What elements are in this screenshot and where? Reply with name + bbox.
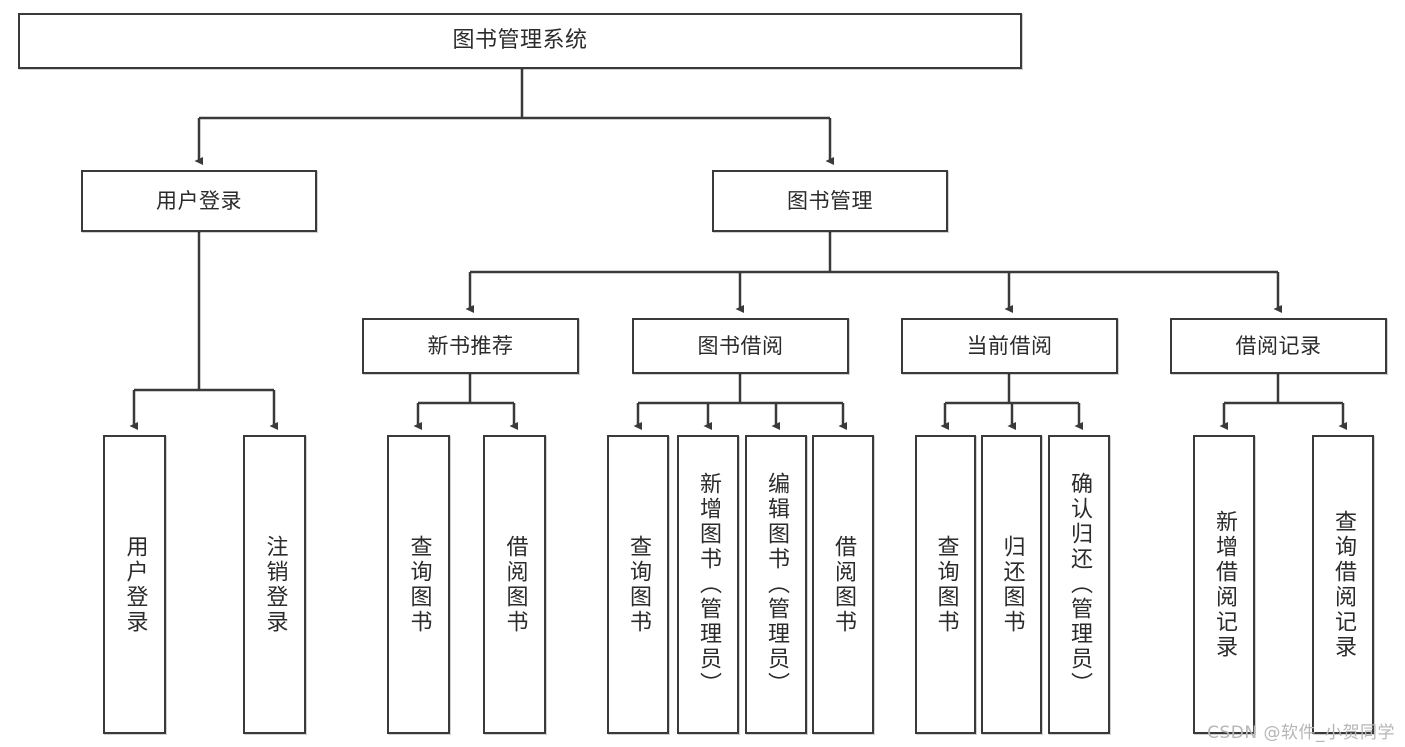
node-root-label: 图书管理系统 <box>452 28 588 54</box>
node-user-login-label: 用户登录 <box>156 188 242 213</box>
node-leaf-return-book[interactable]: 归还图书 <box>981 435 1042 734</box>
node-leaf-logout-label: 注销登录 <box>262 534 288 635</box>
node-leaf-return-book-label: 归还图书 <box>999 534 1025 635</box>
node-current-borrow-label: 当前借阅 <box>966 333 1053 358</box>
node-leaf-borrow-book-rec[interactable]: 借阅图书 <box>483 435 546 734</box>
node-leaf-borrow-book-label: 借阅图书 <box>830 534 856 635</box>
node-new-book-recommend[interactable]: 新书推荐 <box>362 318 579 374</box>
node-user-login[interactable]: 用户登录 <box>81 170 317 232</box>
node-leaf-borrow-book-rec-label: 借阅图书 <box>502 534 528 635</box>
watermark-text: CSDN @软件_小贺同学 <box>1207 723 1395 743</box>
node-leaf-add-book[interactable]: 新增图书（管理员） <box>677 435 739 734</box>
node-leaf-query-book-borrow-label: 查询图书 <box>625 534 651 635</box>
node-book-manage-label: 图书管理 <box>787 188 873 213</box>
node-leaf-confirm-return[interactable]: 确认归还（管理员） <box>1048 435 1110 734</box>
node-leaf-edit-book-label: 编辑图书（管理员） <box>763 472 789 697</box>
node-leaf-query-book-rec[interactable]: 查询图书 <box>387 435 450 734</box>
node-book-manage[interactable]: 图书管理 <box>712 170 948 232</box>
node-leaf-user-login-label: 用户登录 <box>122 534 148 635</box>
node-leaf-query-book-rec-label: 查询图书 <box>406 534 432 635</box>
node-leaf-confirm-return-label: 确认归还（管理员） <box>1066 472 1092 697</box>
node-leaf-query-book-current[interactable]: 查询图书 <box>915 435 976 734</box>
node-current-borrow[interactable]: 当前借阅 <box>901 318 1118 374</box>
node-leaf-query-book-current-label: 查询图书 <box>933 534 959 635</box>
node-book-borrow[interactable]: 图书借阅 <box>632 318 849 374</box>
node-leaf-query-record-label: 查询借阅记录 <box>1330 509 1356 660</box>
node-new-book-recommend-label: 新书推荐 <box>427 333 514 358</box>
node-leaf-add-book-label: 新增图书（管理员） <box>695 472 721 697</box>
node-leaf-add-record-label: 新增借阅记录 <box>1211 509 1237 660</box>
node-book-borrow-label: 图书借阅 <box>697 333 784 358</box>
node-leaf-user-login[interactable]: 用户登录 <box>103 435 166 734</box>
node-root[interactable]: 图书管理系统 <box>18 13 1022 69</box>
node-borrow-record-label: 借阅记录 <box>1235 333 1322 358</box>
node-leaf-logout[interactable]: 注销登录 <box>243 435 306 734</box>
node-leaf-query-record[interactable]: 查询借阅记录 <box>1312 435 1374 734</box>
node-leaf-query-book-borrow[interactable]: 查询图书 <box>607 435 669 734</box>
node-leaf-edit-book[interactable]: 编辑图书（管理员） <box>745 435 807 734</box>
node-leaf-add-record[interactable]: 新增借阅记录 <box>1193 435 1255 734</box>
node-leaf-borrow-book[interactable]: 借阅图书 <box>812 435 874 734</box>
node-borrow-record[interactable]: 借阅记录 <box>1170 318 1387 374</box>
